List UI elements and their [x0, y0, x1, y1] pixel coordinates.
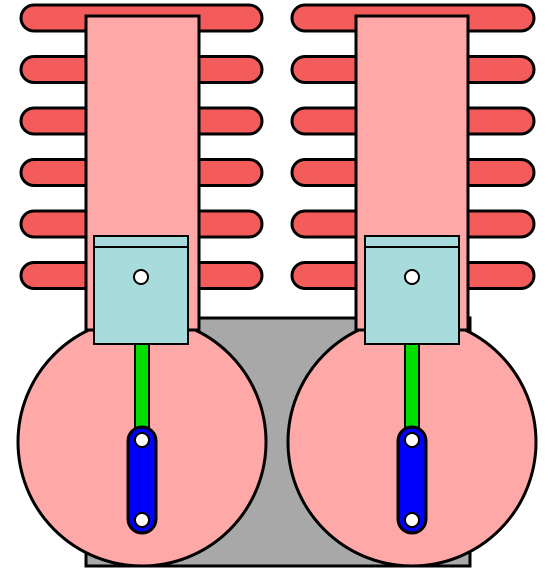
- crank-pin-top-left: [134, 432, 150, 448]
- crank-arm-right: [396, 425, 428, 535]
- connecting-rod-left: [134, 343, 150, 437]
- wrist-pin-right: [404, 269, 420, 285]
- crank-pin-bottom-left: [134, 512, 150, 528]
- crank-pin-top-right: [404, 432, 420, 448]
- crank-arm-left: [126, 425, 158, 535]
- piston-body-right: [364, 235, 460, 345]
- piston-left: [93, 235, 189, 345]
- piston-right: [364, 235, 460, 345]
- wrist-pin-left: [133, 269, 149, 285]
- piston-body-left: [93, 235, 189, 345]
- cylinder-left: [16, 3, 268, 568]
- crank-pin-bottom-right: [404, 512, 420, 528]
- cylinder-right: [286, 3, 538, 568]
- connecting-rod-right: [404, 343, 420, 437]
